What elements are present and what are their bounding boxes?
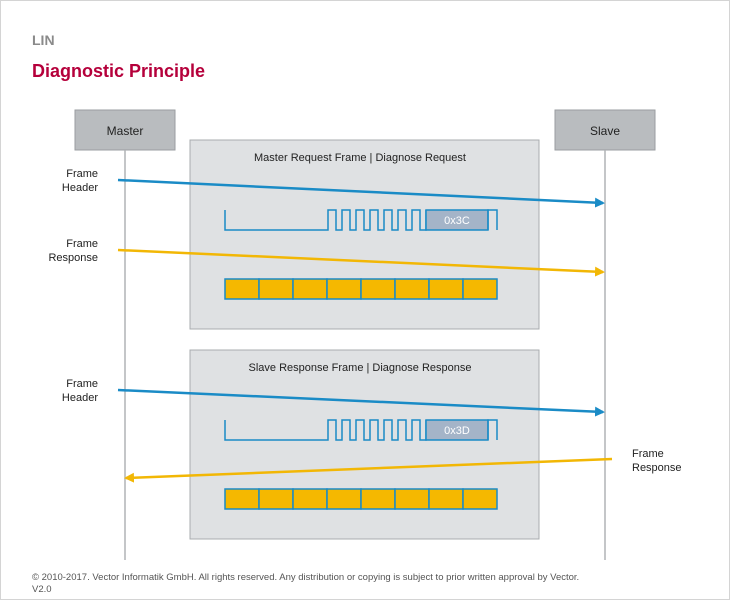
request-data-byte [224,278,260,300]
response-data-bytes [224,488,498,510]
master-node: Master [74,109,176,151]
request-data-byte [394,278,430,300]
response-data-byte [428,488,464,510]
request-header-label: Frame Header [62,168,98,194]
slave-response-label: Frame Response [632,448,682,474]
slave-node: Slave [554,109,656,151]
section-label: LIN [32,32,55,48]
request-data-byte [326,278,362,300]
request-header-arrow [117,178,605,208]
request-data-byte [258,278,294,300]
request-data-byte [292,278,328,300]
svg-text:Frame: Frame [632,448,664,460]
version-text: V2.0 [32,584,52,595]
response-signal-tail [487,419,498,440]
response-data-byte [224,488,260,510]
request-frame-title: Master Request Frame | Diagnose Request [254,152,466,164]
request-signal-waveform [224,209,427,231]
svg-text:Response: Response [632,462,682,474]
request-frame-panel: Master Request Frame | Diagnose Request … [189,139,540,330]
request-signal-tail [487,209,498,230]
response-id-value: 0x3D [444,425,470,437]
response-signal-waveform [224,419,427,441]
response-data-byte [258,488,294,510]
request-response-label: Frame Response [48,238,98,264]
svg-text:Frame: Frame [66,378,98,390]
response-frame-title: Slave Response Frame | Diagnose Response [249,362,472,374]
slave-node-label: Slave [590,124,620,138]
request-data-byte [462,278,498,300]
request-response-arrow [117,248,605,277]
svg-text:Response: Response [48,252,98,264]
footer: © 2010-2017. Vector Informatik GmbH. All… [32,572,712,596]
svg-text:Frame: Frame [66,238,98,250]
svg-text:Header: Header [62,182,98,194]
response-data-byte [394,488,430,510]
request-data-bytes [224,278,498,300]
request-data-byte [428,278,464,300]
page-title: Diagnostic Principle [32,61,206,81]
response-data-byte [360,488,396,510]
response-frame-panel: Slave Response Frame | Diagnose Response… [189,349,540,540]
svg-text:Header: Header [62,392,98,404]
response-data-byte [326,488,362,510]
svg-text:Frame: Frame [66,168,98,180]
slave-response-arrow [124,457,613,483]
response-header-label: Frame Header [62,378,98,404]
copyright-text: © 2010-2017. Vector Informatik GmbH. All… [32,572,580,583]
response-header-arrow [117,388,605,417]
master-node-label: Master [107,124,144,138]
request-id-value: 0x3C [444,215,470,227]
request-data-byte [360,278,396,300]
response-data-byte [292,488,328,510]
response-data-byte [462,488,498,510]
